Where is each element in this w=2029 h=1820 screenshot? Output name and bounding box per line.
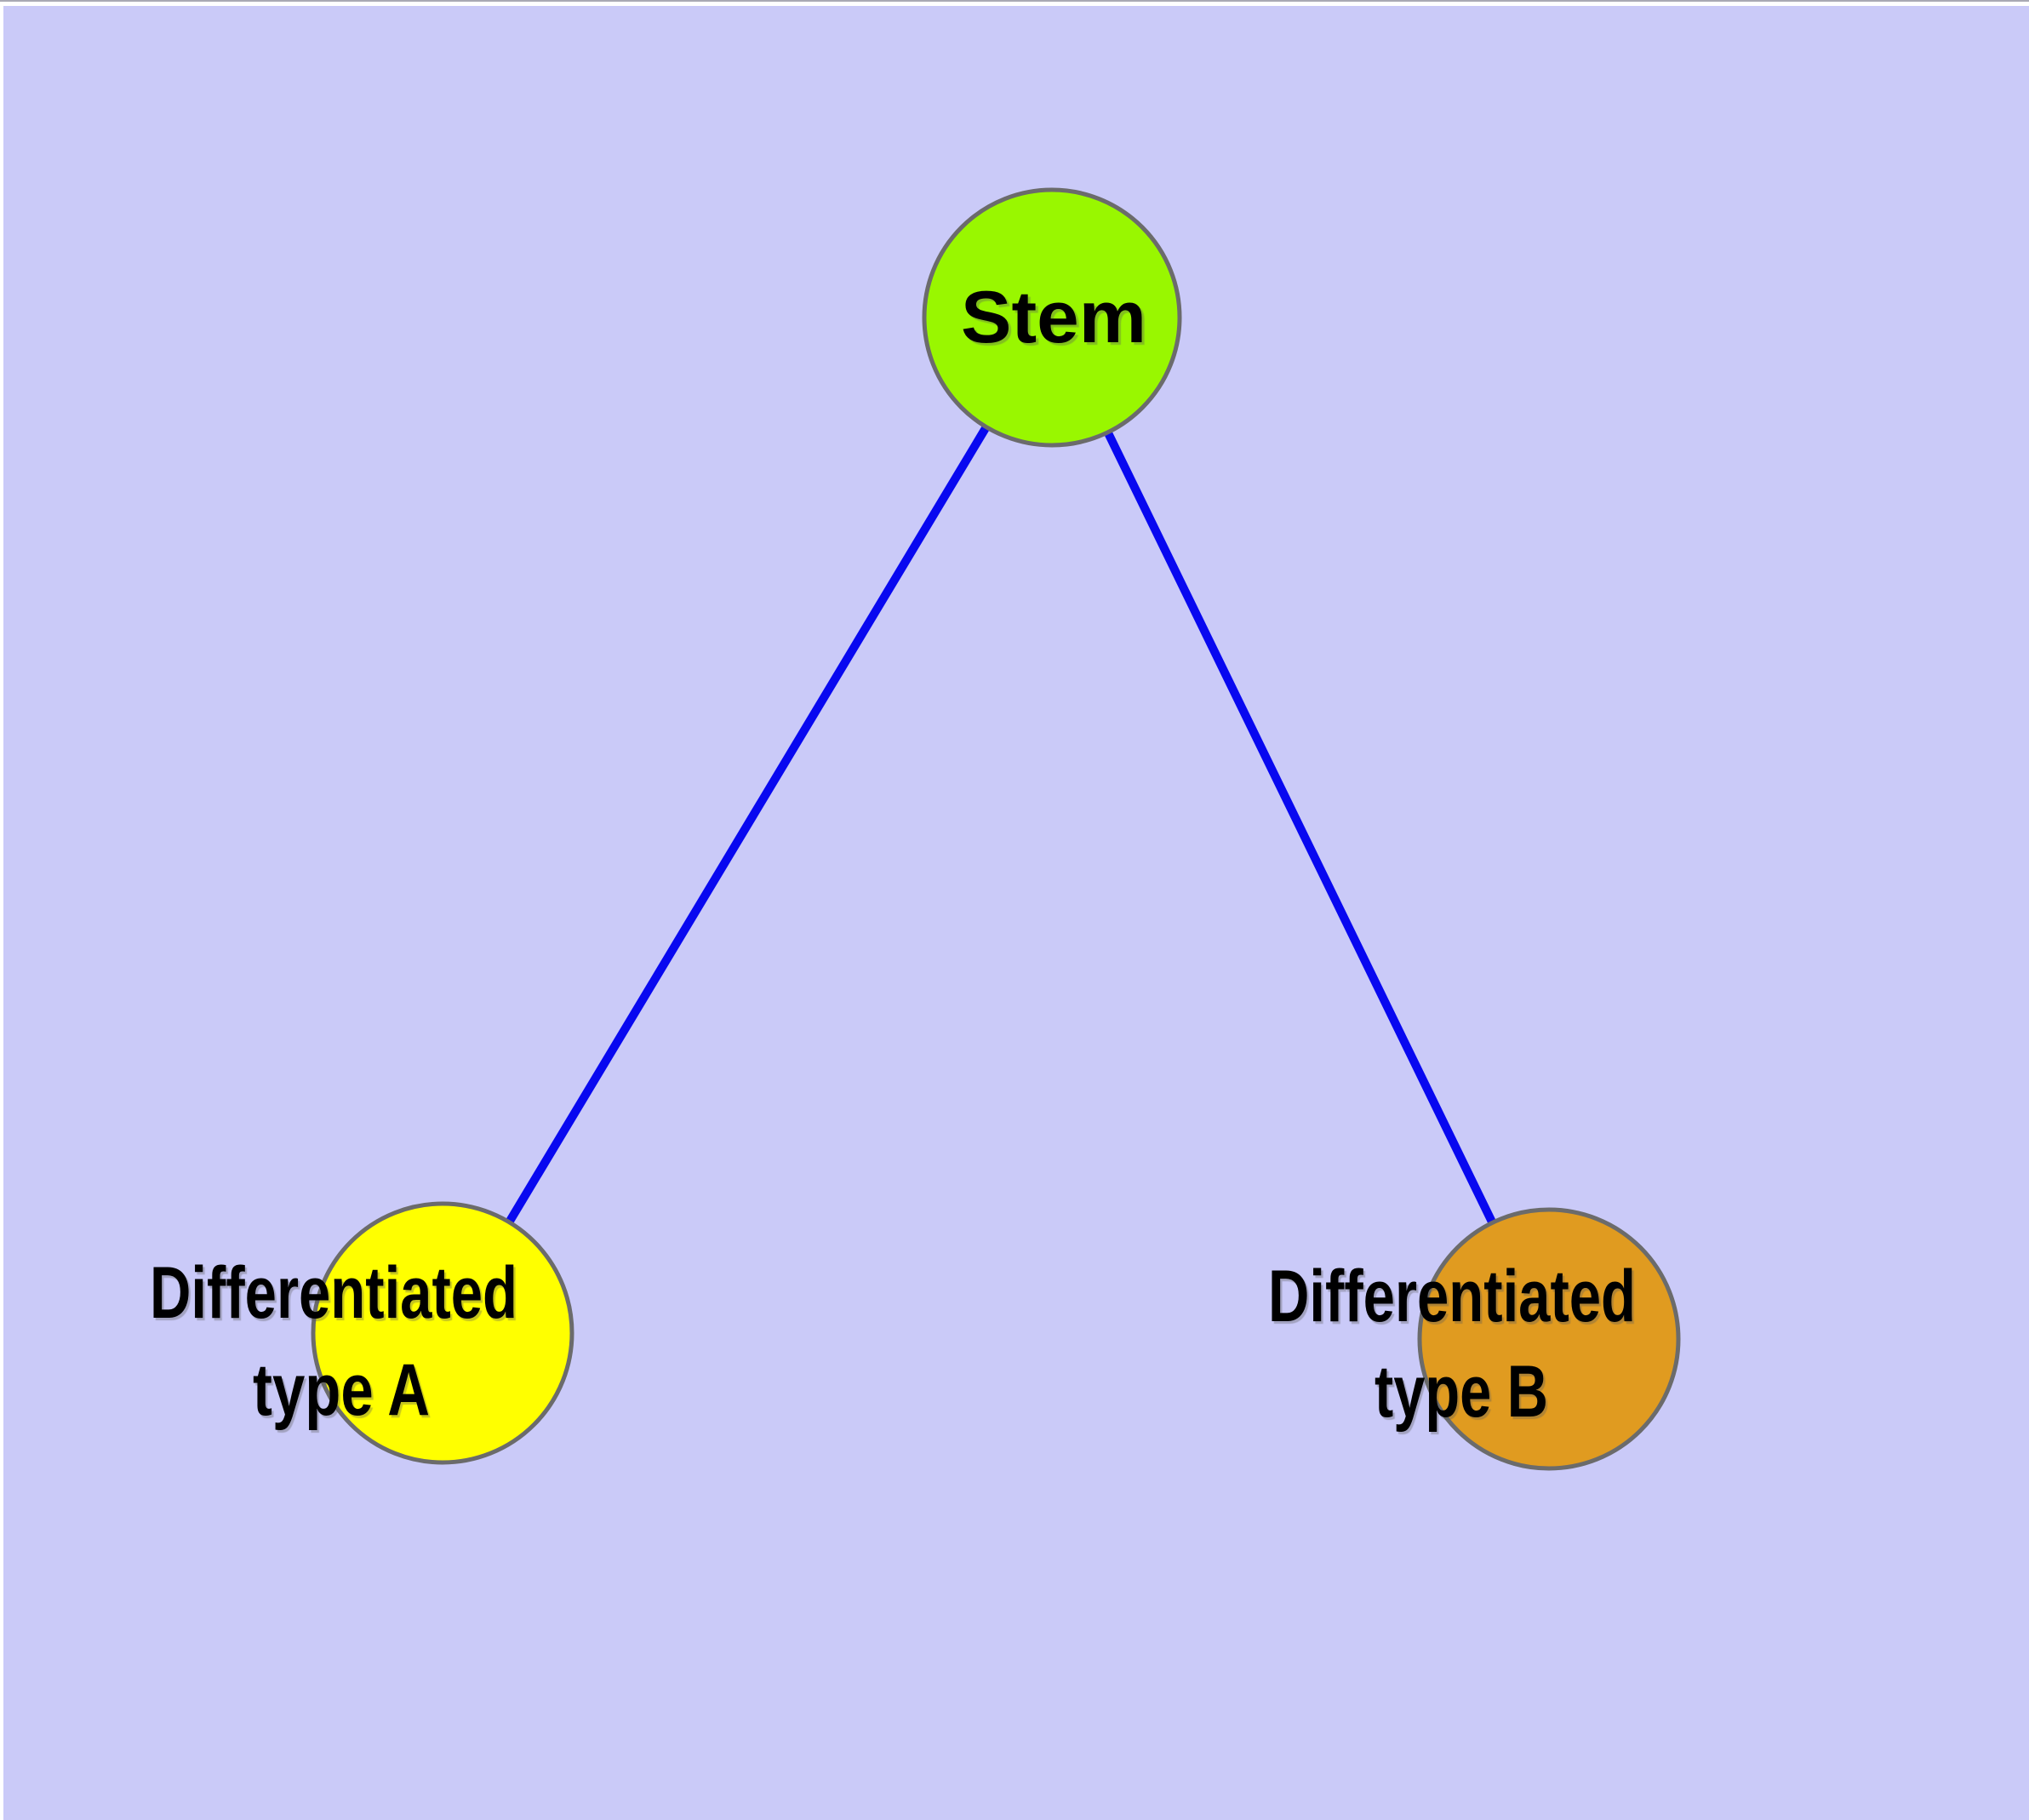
node-differentiated-type-b-label-line1: Differentiated: [1268, 1256, 1636, 1337]
edge-stem-to-type-a: [438, 315, 1056, 1336]
window-top-border: [0, 0, 2029, 2]
node-differentiated-type-a: [311, 1201, 574, 1465]
node-differentiated-type-a-label-line1: Differentiated: [150, 1252, 517, 1334]
node-differentiated-type-b-label-line2: type B: [1375, 1351, 1548, 1433]
node-differentiated-type-b: [1417, 1207, 1681, 1471]
node-stem: [922, 187, 1182, 448]
node-differentiated-type-a-label-line2: type A: [253, 1349, 430, 1431]
node-stem-label: Stem: [961, 277, 1146, 358]
edge-stem-to-type-b: [1048, 315, 1553, 1342]
